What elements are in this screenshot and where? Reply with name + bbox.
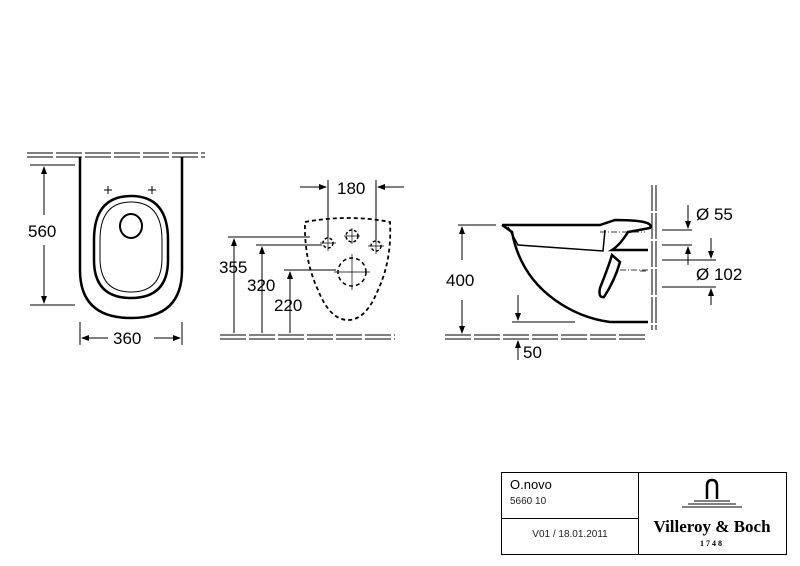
fountain-logo-icon (682, 478, 742, 508)
rear-dimension-320: 320 (247, 276, 275, 295)
floor-gap-dimension: 50 (523, 343, 542, 362)
brand-year: 1748 (700, 539, 724, 548)
front-view (27, 152, 205, 345)
rear-dimension-355: 355 (219, 258, 247, 277)
brand-logo: Villeroy & Boch 1748 (638, 473, 786, 554)
side-view (445, 185, 716, 360)
rear-spacing-dimension: 180 (337, 179, 365, 198)
front-height-dimension: 560 (28, 222, 56, 241)
rear-dimension-220: 220 (274, 296, 302, 315)
product-code: 5660 10 (510, 496, 547, 507)
side-height-dimension: 400 (446, 271, 474, 290)
brand-name: Villeroy & Boch (653, 517, 771, 536)
front-width-dimension: 360 (113, 329, 141, 348)
inlet-diameter-dimension: Ø 55 (696, 205, 733, 224)
rear-view (220, 180, 404, 340)
title-block: O.novo 5660 10 V01 / 18.01.2011 Villeroy… (501, 472, 787, 555)
outlet-diameter-dimension: Ø 102 (696, 265, 742, 284)
version-date: V01 / 18.01.2011 (532, 529, 608, 540)
product-name: O.novo (510, 477, 552, 492)
